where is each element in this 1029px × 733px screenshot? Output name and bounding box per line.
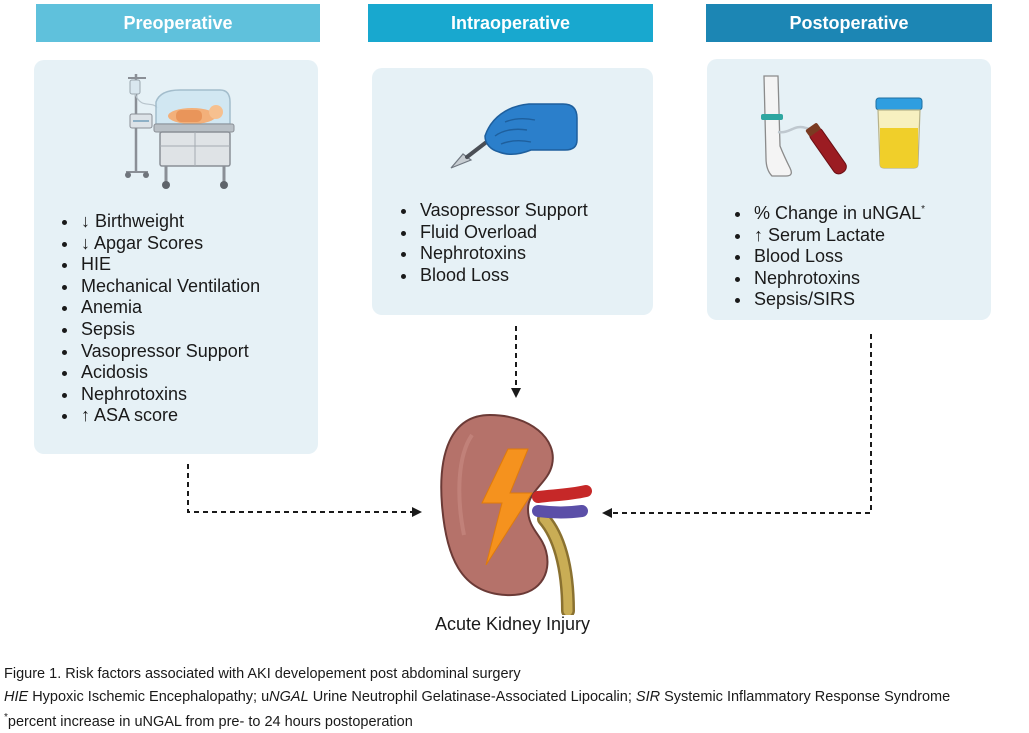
list-item: Nephrotoxins: [79, 384, 334, 406]
incubator-icon: [125, 74, 235, 189]
panel-postoperative: [707, 59, 991, 320]
arrow-post-to-kidney: [602, 334, 872, 518]
header-preoperative: Preoperative: [36, 4, 320, 42]
list-item: % Change in uNGAL*: [752, 199, 1007, 225]
list-item: Vasopressor Support: [79, 341, 334, 363]
footnote-mark: *: [921, 204, 926, 215]
header-postoperative: Postoperative: [706, 4, 992, 42]
scalpel-hand-icon: [450, 103, 578, 169]
list-item: ↓ Apgar Scores: [79, 233, 334, 255]
intraoperative-risk-list: Vasopressor Support Fluid Overload Nephr…: [395, 200, 668, 286]
list-item: Anemia: [79, 297, 334, 319]
kidney-label: Acute Kidney Injury: [434, 614, 591, 634]
list-item: Sepsis: [79, 319, 334, 341]
figure-caption-abbreviations: HIE Hypoxic Ischemic Encephalopathy; uNG…: [4, 689, 951, 705]
list-item: Nephrotoxins: [418, 243, 668, 265]
list-item: Blood Loss: [418, 265, 668, 287]
list-item: Acidosis: [79, 362, 334, 384]
blood-draw-and-urine-cup-icon: [761, 75, 923, 177]
list-item: Sepsis/SIRS: [752, 289, 1007, 311]
figure-caption-title: Figure 1. Risk factors associated with A…: [4, 666, 521, 682]
list-item: Fluid Overload: [418, 222, 668, 244]
list-item: HIE: [79, 254, 334, 276]
list-item: ↑ ASA score: [79, 405, 334, 427]
list-item: ↑ Serum Lactate: [752, 225, 1007, 247]
list-item: Nephrotoxins: [752, 268, 1007, 290]
arrow-pre-to-kidney: [187, 464, 422, 517]
kidney-lightning-icon: [440, 413, 592, 615]
figure-caption-footnote: *percent increase in uNGAL from pre- to …: [4, 712, 413, 730]
list-item: Vasopressor Support: [418, 200, 668, 222]
list-item: ↓ Birthweight: [79, 211, 334, 233]
postoperative-risk-list: % Change in uNGAL* ↑ Serum Lactate Blood…: [729, 199, 1007, 311]
list-item: Mechanical Ventilation: [79, 276, 334, 298]
preoperative-risk-list: ↓ Birthweight ↓ Apgar Scores HIE Mechani…: [56, 211, 334, 427]
list-item: Blood Loss: [752, 246, 1007, 268]
header-intraoperative: Intraoperative: [368, 4, 653, 42]
